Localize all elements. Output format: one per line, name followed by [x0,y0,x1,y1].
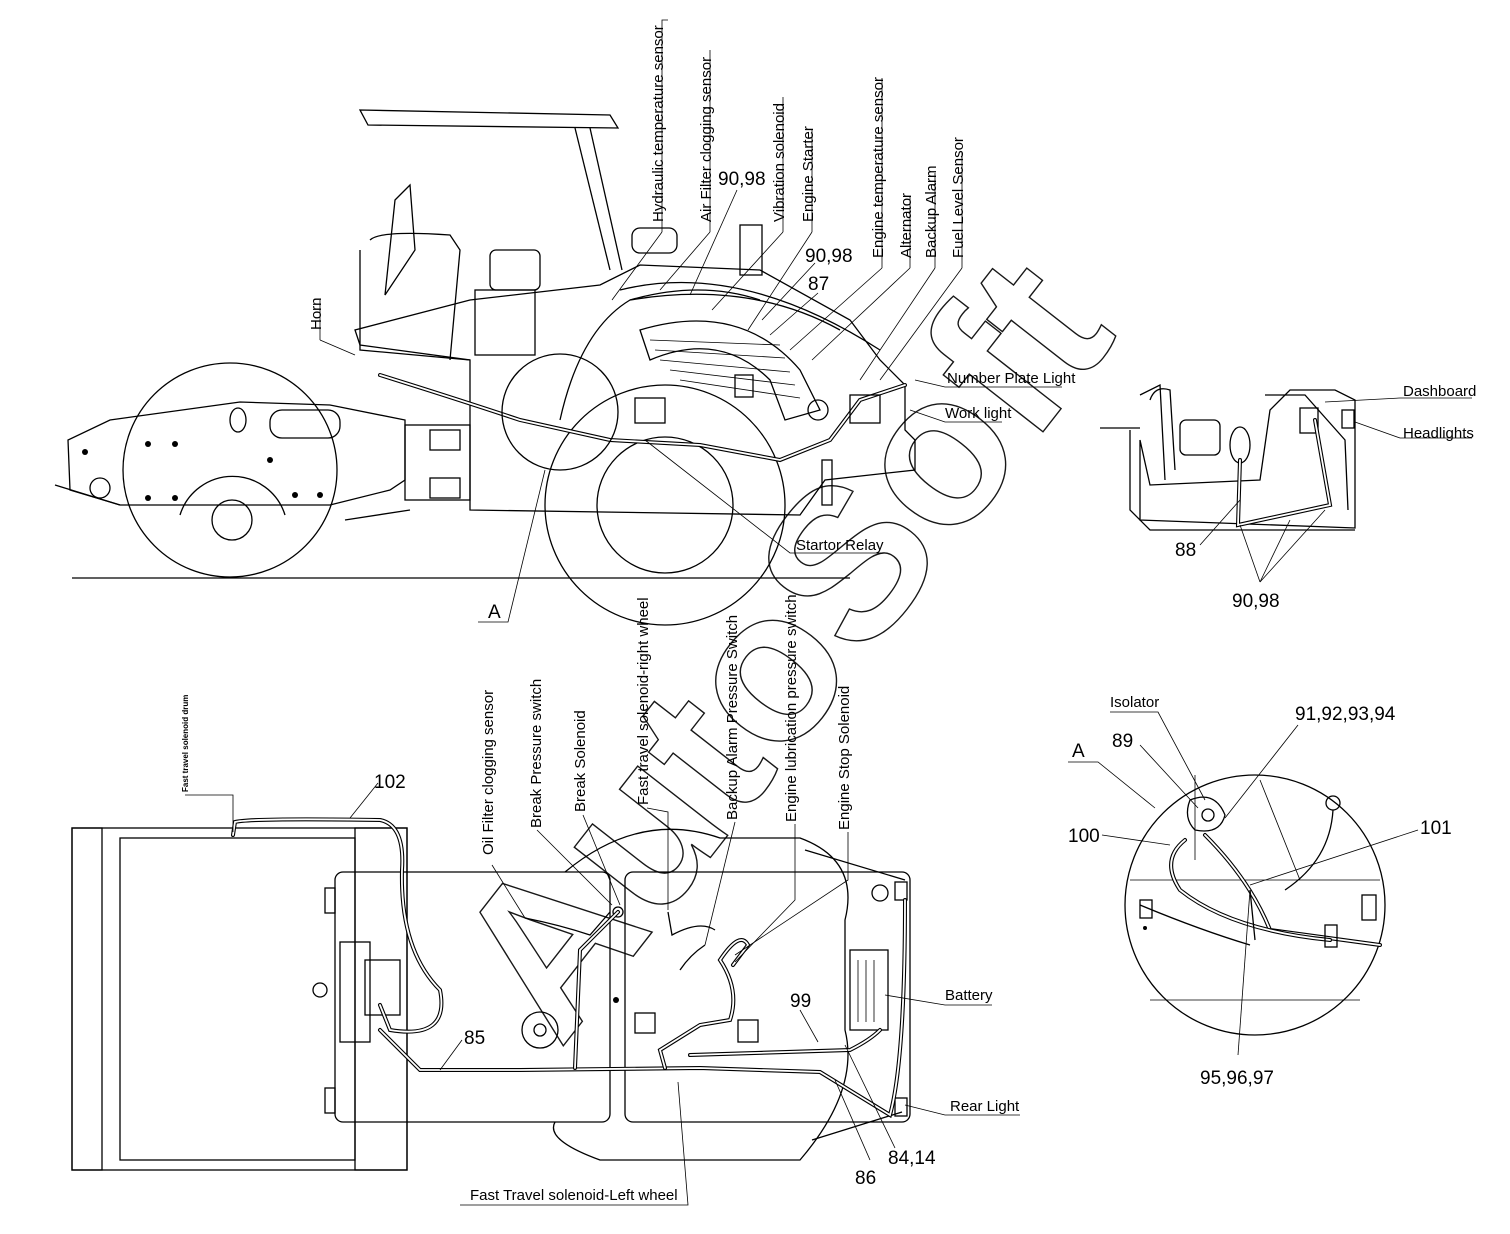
battery-label: Battery [945,987,993,1004]
ref-90-98-side-b: 90,98 [805,246,853,267]
side-view-labels: Hydraulic temperature sensor Air Filter … [308,25,1076,623]
cab-view-leaders [1199,397,1472,583]
startor-relay-label: Startor Relay [796,537,884,554]
side-view-machine [54,109,916,626]
cab-view [1100,383,1356,531]
ref-99: 99 [790,991,811,1012]
ref-95-97: 95,96,97 [1200,1068,1274,1089]
engine-starter-label: Engine Starter [800,126,817,222]
ref-90-98-cab: 90,98 [1232,591,1280,612]
ref-100: 100 [1068,826,1100,847]
ref-89: 89 [1112,731,1133,752]
top-view-machine [71,817,911,1171]
hydraulic-temperature-sensor-label: Hydraulic temperature sensor [650,25,667,222]
side-view-leaders [319,19,1062,623]
detail-a-title: A [1072,741,1085,762]
headlights-label: Headlights [1403,425,1474,442]
dashboard-label: Dashboard [1403,383,1476,400]
top-view-leaders [185,782,1020,1206]
isolator-label: Isolator [1110,694,1159,711]
fast-travel-right-wheel-label: Fast travel solenoid-right wheel [635,597,652,805]
ref-84-14: 84,14 [888,1148,936,1169]
ref-101: 101 [1420,818,1452,839]
cab-view-labels: Dashboard Headlights 88 90,98 [1175,383,1476,612]
alternator-label: Alternator [898,193,915,258]
backup-alarm-label: Backup Alarm [923,165,940,258]
rear-light-label: Rear Light [950,1098,1020,1115]
vibration-solenoid-label: Vibration solenoid [771,103,788,222]
number-plate-light-label: Number Plate Light [947,370,1076,387]
engine-stop-solenoid-label: Engine Stop Solenoid [836,686,853,830]
ref-102: 102 [374,772,406,793]
detail-a-reference: A [488,602,501,623]
fast-travel-solenoid-drum-label: Fast travel solenoid drum [181,695,190,792]
detail-a-leaders [1068,711,1419,1056]
ref-88: 88 [1175,540,1196,561]
horn-label: Horn [308,297,325,330]
engine-temperature-sensor-label: Engine temperature sensor [870,77,887,258]
ref-86: 86 [855,1168,876,1189]
break-solenoid-label: Break Solenoid [572,710,589,812]
backup-alarm-pressure-switch-label: Backup Alarm Pressure Switch [724,615,741,820]
detail-a-labels: Isolator 91,92,93,94 A 89 100 101 95,96,… [1068,694,1452,1089]
break-pressure-switch-label: Break Pressure switch [528,679,545,828]
ref-85: 85 [464,1028,485,1049]
oil-filter-clogging-sensor-label: Oil Filter clogging sensor [480,690,497,855]
ref-91-94: 91,92,93,94 [1295,704,1396,725]
ref-87: 87 [808,274,829,295]
engine-lubrication-pressure-switch-label: Engine lubrication pressure switch [783,594,800,822]
detail-a-view [1124,774,1386,1036]
fast-travel-left-wheel-label: Fast Travel solenoid-Left wheel [470,1187,678,1204]
top-view-labels: Fast travel solenoid drum 102 Oil Filter… [181,594,1020,1204]
ref-90-98-side-a: 90,98 [718,169,766,190]
watermark: AutoSoft [406,214,1156,1079]
air-filter-clogging-sensor-label: Air Filter clogging sensor [698,57,715,222]
fuel-level-sensor-label: Fuel Level Sensor [950,137,967,258]
work-light-label: Work light [945,405,1012,422]
watermark-text: AutoSoft [406,215,1155,1078]
